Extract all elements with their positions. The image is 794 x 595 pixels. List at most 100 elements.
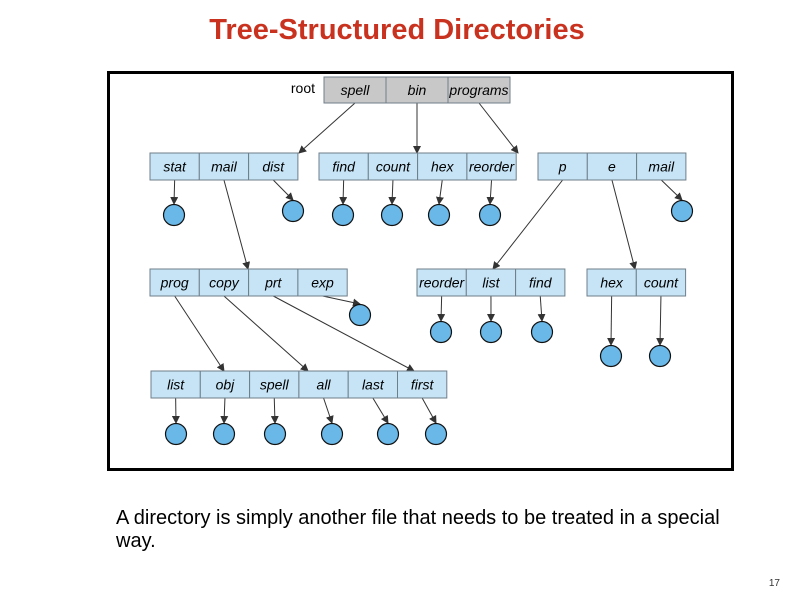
link-arrow (322, 295, 361, 307)
file-node (648, 344, 672, 368)
slide-title: Tree-Structured Directories (209, 14, 585, 46)
directory-entry-label: spell (341, 82, 371, 98)
directory-block-d6: hex count (586, 268, 687, 297)
link-arrow (339, 179, 348, 205)
link-arrow (273, 295, 415, 372)
directory-entry-box (150, 370, 201, 399)
directory-entry-box (417, 152, 468, 181)
directory-entry-box (347, 370, 399, 399)
directory-entry-label: spell (260, 377, 290, 393)
link-arrow (421, 397, 437, 424)
directory-entry-box (149, 152, 200, 181)
file-node (670, 199, 694, 223)
directory-entry-box (248, 268, 299, 297)
link-arrow (492, 179, 564, 270)
link-arrow (478, 102, 519, 154)
directory-entry-box (537, 152, 588, 181)
directory-entry-box (298, 370, 349, 399)
link-arrow (388, 179, 397, 205)
file-node (599, 344, 623, 368)
file-node (429, 320, 453, 344)
directory-entry-label: all (317, 377, 332, 393)
directory-entry-label: stat (163, 159, 187, 175)
link-arrow (272, 179, 294, 201)
directory-entry-box (586, 152, 638, 181)
file-node (380, 203, 404, 227)
directory-entry-label: copy (209, 275, 240, 291)
slide-caption: A directory is simply another file that … (116, 507, 720, 552)
link-arrow (607, 295, 616, 346)
directory-entry-label: first (411, 377, 435, 393)
link-arrow (435, 179, 444, 205)
directory-entry-label: find (529, 275, 553, 291)
file-node (212, 422, 236, 446)
link-arrow (656, 295, 665, 346)
file-node (162, 203, 186, 227)
directory-entry-label: reorder (469, 159, 515, 175)
directory-entry-label: obj (216, 377, 236, 393)
directory-block-d5: reorder list find (416, 268, 566, 297)
directory-entry-label: mail (648, 159, 675, 175)
directory-entry-box (248, 152, 299, 181)
file-node (427, 203, 451, 227)
link-arrow (223, 179, 251, 270)
directory-entry-label: hex (600, 275, 624, 291)
directory-entry-box (297, 268, 348, 297)
link-arrow (537, 295, 546, 322)
directory-entry-label: last (362, 377, 385, 393)
file-node (376, 422, 400, 446)
directory-block-d4: prog copy prt exp (149, 268, 348, 297)
link-arrow (270, 397, 279, 424)
directory-entry-label: find (332, 159, 356, 175)
directory-entry-label: mail (211, 159, 238, 175)
file-node (530, 320, 554, 344)
directory-entry-label: programs (448, 82, 508, 98)
directory-entry-label: prt (264, 275, 282, 291)
directory-entry-box (636, 152, 687, 181)
link-arrow (660, 179, 683, 201)
directory-entry-label: reorder (419, 275, 465, 291)
page-number: 17 (768, 578, 780, 589)
link-arrow (323, 397, 334, 424)
link-arrow (437, 295, 446, 322)
directory-entry-box (367, 152, 419, 181)
directory-entry-label: list (482, 275, 500, 291)
file-node (424, 422, 448, 446)
file-node (478, 203, 502, 227)
file-node (164, 422, 188, 446)
directory-entry-box (586, 268, 637, 297)
directory-entry-box (385, 76, 449, 104)
directory-block-d1: stat mail dist (149, 152, 299, 181)
root-label: root (291, 80, 315, 96)
link-arrow (611, 179, 638, 270)
directory-entry-box (198, 268, 250, 297)
file-node (263, 422, 287, 446)
directory-block-d2: find count hex reorder (318, 152, 517, 181)
directory-block-d3: p e mail (537, 152, 687, 181)
directory-entry-label: exp (311, 275, 334, 291)
link-arrow (223, 295, 309, 372)
directory-entry-label: prog (160, 275, 189, 291)
directory-entry-box (318, 152, 369, 181)
link-arrow (174, 295, 225, 372)
file-node (320, 422, 344, 446)
directory-entry-label: dist (262, 159, 285, 175)
file-node (479, 320, 503, 344)
directory-entry-label: count (376, 159, 411, 175)
directory-entry-label: hex (431, 159, 455, 175)
directory-entry-label: p (558, 159, 567, 175)
directory-entry-box (447, 76, 511, 104)
directory-entry-label: count (644, 275, 679, 291)
link-arrow (486, 179, 495, 205)
directory-entry-box (515, 268, 566, 297)
directory-entry-label: e (608, 159, 616, 175)
link-arrow (170, 179, 179, 205)
directory-entry-box (635, 268, 687, 297)
directory-entry-label: list (167, 377, 185, 393)
directory-entry-box (149, 268, 200, 297)
directory-entry-box (466, 152, 517, 181)
link-arrow (298, 102, 356, 154)
file-node (348, 303, 372, 327)
